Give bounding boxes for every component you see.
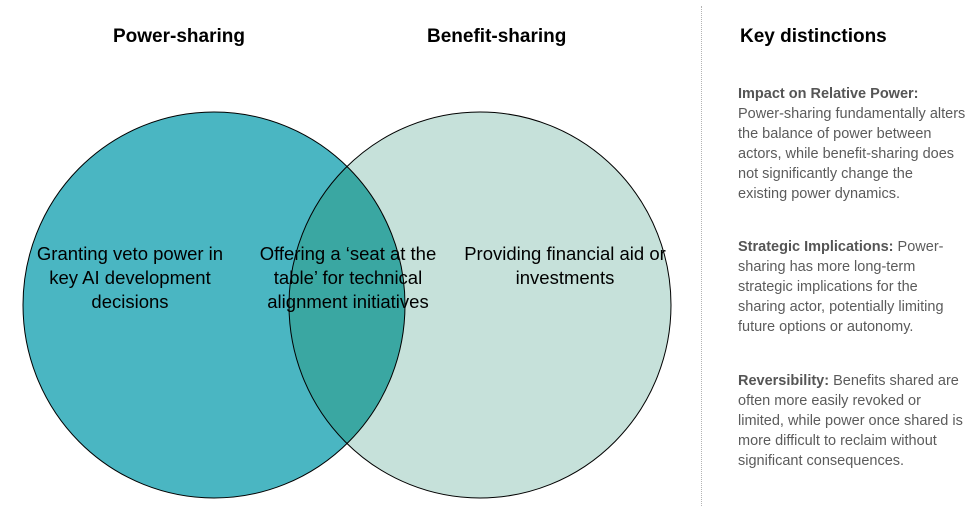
benefit-sharing-outline xyxy=(288,111,672,499)
power-sharing-outline xyxy=(22,111,406,499)
distinction-item: Reversibility: Benefits shared are often… xyxy=(738,371,966,471)
distinction-title: Strategic Implications: xyxy=(738,239,894,255)
distinction-body: Benefits shared are often more easily re… xyxy=(738,373,963,469)
venn-diagram xyxy=(22,111,672,499)
benefit-sharing-circle xyxy=(289,112,671,498)
distinction-body: Power-sharing has more long-term strateg… xyxy=(738,239,944,335)
benefit-sharing-example: Providing financial aid or investments xyxy=(464,243,666,288)
power-sharing-example: Granting veto power in key AI developmen… xyxy=(36,243,224,312)
power-sharing-heading: Power-sharing xyxy=(113,26,245,47)
distinction-item: Impact on Relative Power: Power-sharing … xyxy=(738,84,966,204)
benefit-sharing-heading: Benefit-sharing xyxy=(427,26,567,47)
distinction-title: Reversibility: xyxy=(738,373,830,389)
distinction-title: Impact on Relative Power: xyxy=(738,86,919,102)
distinction-item: Strategic Implications: Power-sharing ha… xyxy=(738,237,966,337)
key-distinctions-heading: Key distinctions xyxy=(740,26,887,47)
overlap-example: Offering a ‘seat at the table’ for techn… xyxy=(259,243,437,312)
power-sharing-circle xyxy=(23,112,405,498)
section-divider xyxy=(701,6,702,506)
distinction-body: Power-sharing fundamentally alters the b… xyxy=(738,106,966,202)
